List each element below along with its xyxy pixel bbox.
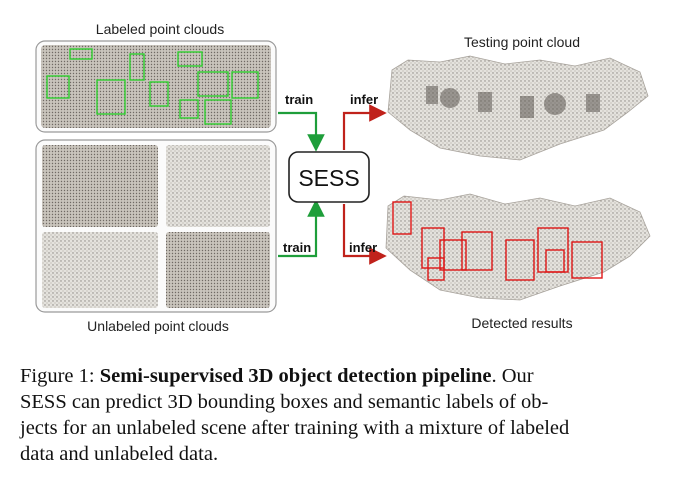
infer-arrow-top — [342, 104, 387, 150]
caption-line-3: jects for an unlabeled scene after train… — [20, 417, 570, 439]
caption-line-1-rest: . Our — [491, 365, 534, 387]
infer-arrows — [342, 104, 387, 265]
sess-model-box: SESS — [288, 151, 370, 203]
pipeline-figure: Labeled point clouds Unlabeled point clo… — [35, 21, 651, 334]
infer-arrow-bottom — [342, 204, 387, 265]
unlabeled-title: Unlabeled point clouds — [87, 318, 229, 334]
infer-label-bottom: infer — [349, 240, 377, 255]
train-label-top: train — [285, 92, 313, 107]
train-arrow-top — [278, 111, 325, 152]
caption-line-4: data and unlabeled data. — [20, 443, 219, 465]
unlabeled-scene-3 — [42, 232, 158, 308]
unlabeled-scene-2 — [166, 145, 270, 227]
unlabeled-scene-4 — [166, 232, 270, 308]
figure-caption: Figure 1: Semi-supervised 3D object dete… — [20, 363, 660, 467]
unlabeled-scene-1 — [42, 145, 158, 227]
caption-bold-title: Semi-supervised 3D object detection pipe… — [99, 365, 492, 387]
unlabeled-panel: Unlabeled point clouds — [35, 139, 277, 334]
sess-label: SESS — [298, 165, 359, 191]
testing-title: Testing point cloud — [464, 34, 580, 50]
labeled-scene-image — [41, 45, 271, 128]
testing-scene-image — [387, 55, 649, 161]
infer-label-top: infer — [350, 92, 378, 107]
caption-prefix: Figure 1: — [20, 365, 95, 387]
detected-scene-image — [385, 193, 651, 301]
detected-bboxes — [392, 201, 603, 281]
labeled-bboxes — [46, 48, 259, 125]
caption-line-2: SESS can predict 3D bounding boxes and s… — [20, 391, 549, 413]
detected-title: Detected results — [471, 315, 572, 331]
caption-line-1: Figure 1: Semi-supervised 3D object dete… — [20, 363, 660, 389]
train-label-bottom: train — [283, 240, 311, 255]
labeled-title: Labeled point clouds — [96, 21, 224, 37]
labeled-panel: Labeled point clouds — [35, 21, 277, 133]
testing-point-cloud: Testing point cloud — [387, 34, 649, 161]
train-arrow-bottom — [278, 199, 325, 258]
train-arrows — [278, 111, 325, 258]
detected-results: Detected results — [385, 193, 651, 331]
